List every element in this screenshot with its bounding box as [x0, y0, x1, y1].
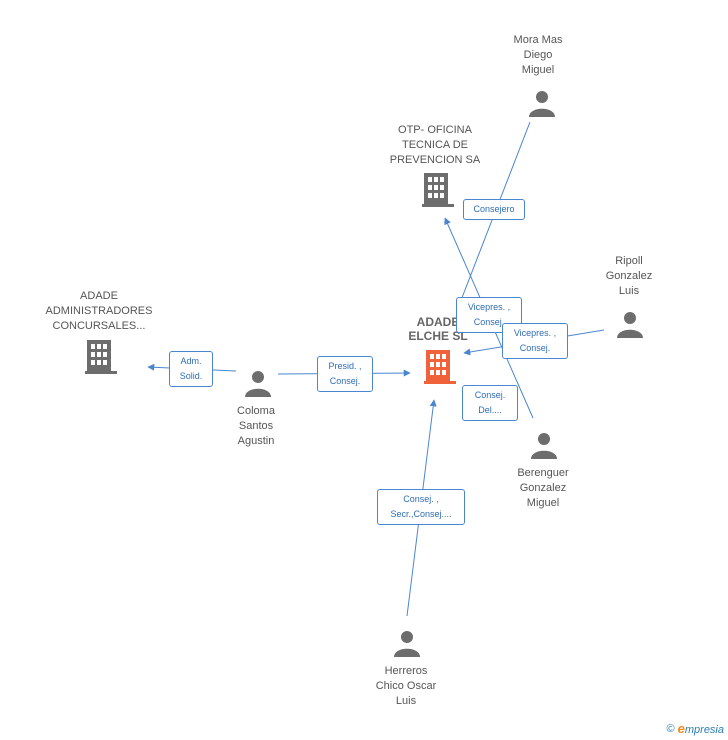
node-label-center[interactable]: ADADE ELCHE SL	[408, 315, 468, 343]
edge-label-consejero[interactable]: Consejero	[463, 199, 525, 220]
person-icon	[394, 631, 420, 657]
person-icon	[245, 371, 271, 397]
node-label-ripoll[interactable]: Ripoll Gonzalez Luis	[605, 255, 653, 297]
node-label-mora[interactable]: Mora Mas Diego Miguel	[513, 34, 563, 76]
copyright-icon: ©	[666, 722, 675, 735]
edge-label-adm-solid[interactable]: Adm. Solid.	[169, 351, 213, 387]
node-label-herreros[interactable]: Herreros Chico Oscar Luis	[375, 665, 437, 707]
edge-label-ripoll-center[interactable]: Vicepres. , Consej.	[502, 323, 568, 359]
building-icon	[85, 340, 117, 374]
edge-label-berenguer-center[interactable]: Consej. Del....	[462, 385, 518, 421]
edge-label-herreros-center[interactable]: Consej. , Secr.,Consej....	[377, 489, 465, 525]
person-icon	[531, 433, 557, 459]
footer-brand: © empresia	[667, 721, 724, 736]
building-icon	[422, 173, 454, 207]
edge-label-presid[interactable]: Presid. , Consej.	[317, 356, 373, 392]
node-label-otp[interactable]: OTP- OFICINA TECNICA DE PREVENCION SA	[389, 124, 481, 166]
node-label-berenguer[interactable]: Berenguer Gonzalez Miguel	[517, 467, 569, 509]
node-label-adade-admin[interactable]: ADADE ADMINISTRADORES CONCURSALES...	[45, 290, 153, 332]
center-building-icon[interactable]	[424, 350, 456, 384]
person-icon	[617, 312, 643, 338]
person-icon	[529, 91, 555, 117]
brand-logo[interactable]: empresia	[677, 721, 724, 736]
node-label-coloma[interactable]: Coloma Santos Agustin	[237, 405, 275, 447]
